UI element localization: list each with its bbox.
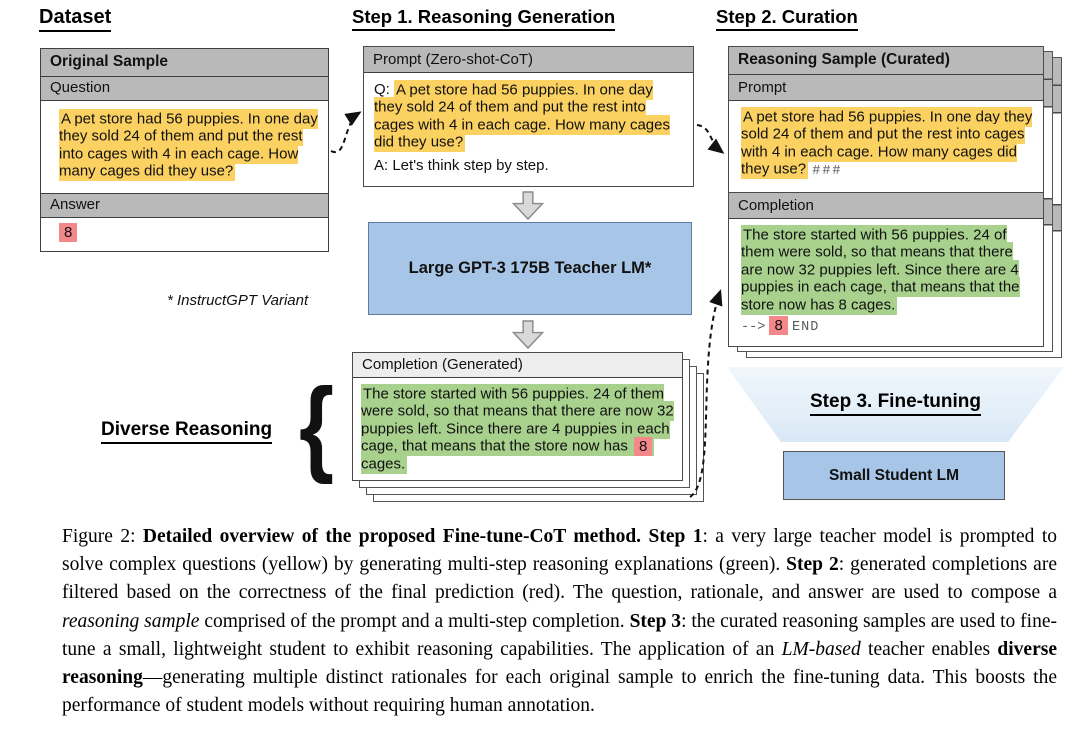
prompt-label: Prompt <box>729 75 1043 101</box>
curly-brace-icon: { <box>299 367 335 485</box>
original-sample-title: Original Sample <box>41 49 328 77</box>
caption-segment: LM-based <box>781 638 861 660</box>
curated-prompt-body: A pet store had 56 puppies. In one day t… <box>729 101 1043 193</box>
student-lm-box: Small Student LM <box>783 451 1005 500</box>
completion-generated-body: The store started with 56 puppies. 24 of… <box>353 378 682 474</box>
original-sample-box: Original Sample Question A pet store had… <box>40 48 329 252</box>
final-answer: 8 <box>769 315 788 335</box>
completion-generated-title: Completion (Generated) <box>353 353 682 378</box>
curated-completion-body: The store started with 56 puppies. 24 of… <box>729 219 1043 336</box>
diverse-reasoning-label: Diverse Reasoning <box>101 419 273 444</box>
dashed-arrow-icon <box>696 124 725 154</box>
final-arrow: --> <box>741 319 766 335</box>
caption-segment: : a very large teacher model is prompted… <box>62 526 1058 576</box>
answer-value: 8 <box>59 223 78 242</box>
caption-segment: Detailed overview of the proposed Fine-t… <box>142 526 642 547</box>
step1-heading-text: Step 1. Reasoning Generation <box>352 6 616 31</box>
teacher-lm-box: Large GPT-3 175B Teacher LM* <box>368 222 692 315</box>
q-prefix: Q: <box>374 81 395 98</box>
dataset-heading-text: Dataset <box>39 6 112 32</box>
fine-tuning-funnel <box>727 367 1064 442</box>
caption-segment: teacher enables <box>860 638 998 660</box>
prompt-question-line: Q: A pet store had 56 puppies. In one da… <box>374 79 684 152</box>
curated-completion-text: The store started with 56 puppies. 24 of… <box>741 224 1020 315</box>
step3-heading: Step 3. Fine-tuning <box>727 391 1064 416</box>
step2-heading: Step 2. Curation <box>716 6 858 31</box>
reasoning-sample-stack: Reasoning Sample (Curated) Prompt A pet … <box>728 46 1062 358</box>
caption-segment: Step 2 <box>786 554 839 576</box>
step3-heading-text: Step 3. Fine-tuning <box>810 391 981 416</box>
question-text: A pet store had 56 puppies. In one day t… <box>59 108 318 181</box>
caption-segment: : generated completions are filtered bas… <box>62 554 1057 604</box>
step1-heading: Step 1. Reasoning Generation <box>352 6 616 31</box>
completion-generated-box: Completion (Generated) The store started… <box>352 352 683 481</box>
answer-body: 8 <box>41 218 328 242</box>
prompt-box-body: Q: A pet store had 56 puppies. In one da… <box>364 73 693 175</box>
step2-heading-text: Step 2. Curation <box>716 6 858 31</box>
completion-text: The store started with 56 puppies. 24 of… <box>361 383 674 456</box>
dataset-heading: Dataset <box>39 6 112 32</box>
completion-generated-stack: Completion (Generated) The store started… <box>352 352 704 502</box>
prompt-answer-line: A: Let's think step by step. <box>374 157 549 174</box>
prompt-delimiter: ### <box>812 163 843 179</box>
diverse-reasoning-text: Diverse Reasoning <box>101 419 273 444</box>
final-answer-line: --> 8 END <box>741 315 1036 337</box>
down-block-arrow-icon <box>511 320 545 349</box>
dashed-arrow-icon <box>330 111 362 154</box>
prompt-box-title: Prompt (Zero-shot-CoT) <box>364 47 693 73</box>
down-block-arrow-icon <box>511 191 545 220</box>
curated-prompt-text: A pet store had 56 puppies. In one day t… <box>741 106 1033 179</box>
caption-segment: Figure 2: <box>62 526 143 547</box>
completion-label: Completion <box>729 193 1043 219</box>
figure-caption: Figure 2: Detailed overview of the propo… <box>62 523 1057 720</box>
caption-segment: : the curated reasoning samples are used… <box>62 610 1057 660</box>
prompt-zero-shot-cot-box: Prompt (Zero-shot-CoT) Q: A pet store ha… <box>363 46 694 187</box>
caption-segment: comprised of the prompt and a multi-step… <box>199 610 630 632</box>
prompt-question-text: A pet store had 56 puppies. In one day t… <box>374 79 670 152</box>
caption-segment: reasoning sample <box>62 610 200 632</box>
caption-segment: Step 3 <box>629 610 682 632</box>
teacher-lm-label: Large GPT-3 175B Teacher LM* <box>408 259 652 277</box>
student-lm-label: Small Student LM <box>828 466 960 484</box>
end-token: END <box>792 319 820 335</box>
reasoning-sample-title: Reasoning Sample (Curated) <box>729 47 1043 75</box>
caption-segment: —generating multiple distinct rationales… <box>62 667 1057 717</box>
caption-segment: diverse reasoning <box>62 638 1057 689</box>
question-body: A pet store had 56 puppies. In one day t… <box>41 101 328 194</box>
instructgpt-footnote: * InstructGPT Variant <box>167 292 309 309</box>
completion-answer: 8 <box>634 436 653 456</box>
question-label: Question <box>41 77 328 101</box>
caption-segment: Step 1 <box>648 526 703 547</box>
answer-label: Answer <box>41 194 328 218</box>
reasoning-sample-box: Reasoning Sample (Curated) Prompt A pet … <box>728 46 1044 347</box>
